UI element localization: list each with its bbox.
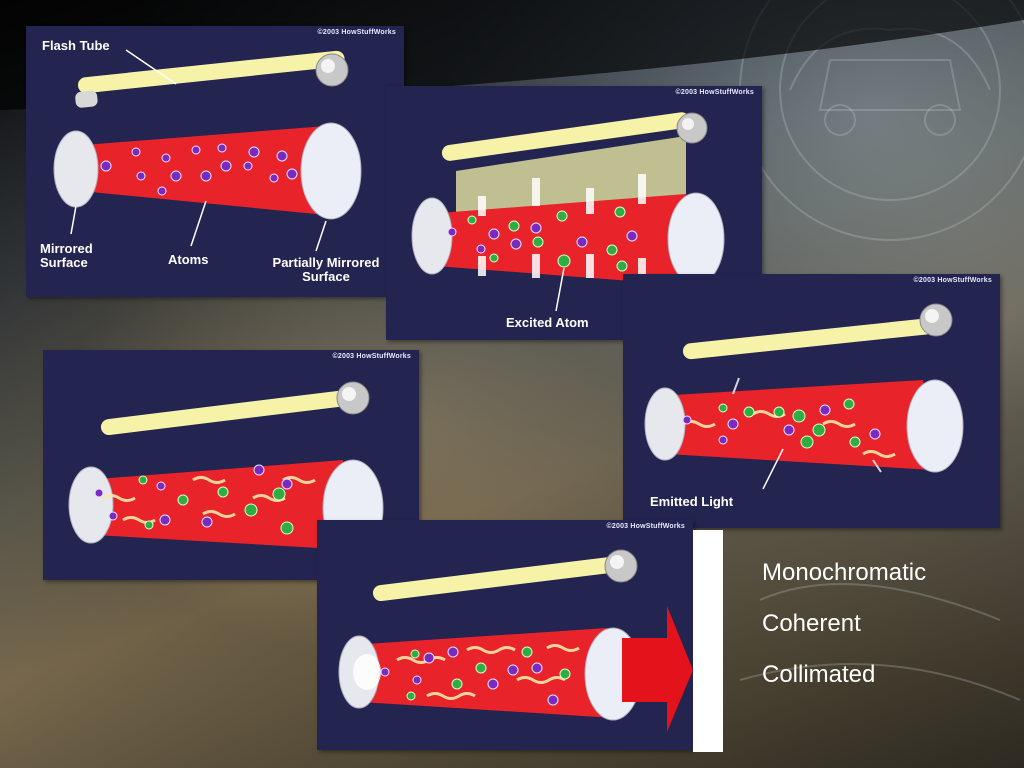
laser-properties-list: Monochromatic Coherent Collimated — [762, 560, 926, 713]
excited-atom-illustration — [411, 112, 725, 312]
panel-light-bouncing: ©2003 HowStuffWorks — [43, 350, 419, 580]
flash-tube — [441, 112, 708, 161]
laser-beam-arrow — [622, 606, 693, 732]
copyright-label: ©2003 HowStuffWorks — [675, 89, 754, 96]
property-coherent: Coherent — [762, 610, 861, 637]
panel-emitted-light: ©2003 HowStuffWorks Emitted Light — [623, 274, 1000, 528]
flash-tube — [75, 50, 349, 108]
flash-tube-label: Flash Tube — [42, 38, 110, 53]
laser-tube — [53, 122, 362, 220]
mirrored-surface-label: Mirrored Surface — [40, 241, 93, 270]
property-monochromatic: Monochromatic — [762, 559, 927, 586]
laser-components-illustration — [53, 49, 362, 252]
flash-tube — [372, 549, 638, 602]
excited-atom-label: Excited Atom — [506, 315, 589, 330]
copyright-label: ©2003 HowStuffWorks — [332, 353, 411, 360]
flash-tube — [682, 303, 953, 360]
atoms-label: Atoms — [168, 252, 209, 267]
panel-laser-components: ©2003 HowStuffWorks Flash Tube Mirrored … — [26, 26, 404, 297]
emitted-light-label: Emitted Light — [650, 494, 734, 509]
emitted-light-illustration — [644, 303, 964, 490]
panel-laser-beam-output: ©2003 HowStuffWorks — [317, 520, 693, 750]
copyright-label: ©2003 HowStuffWorks — [317, 29, 396, 36]
copyright-label: ©2003 HowStuffWorks — [606, 523, 685, 530]
flash-tube — [100, 381, 370, 436]
copyright-label: ©2003 HowStuffWorks — [913, 277, 992, 284]
panel-excited-atom: ©2003 HowStuffWorks Excited Atom — [386, 86, 762, 340]
laser-beam-illustration — [338, 549, 693, 732]
property-collimated: Collimated — [762, 661, 876, 688]
partially-mirrored-surface-label: Partially Mirrored Surface — [272, 255, 380, 284]
white-strip — [693, 530, 723, 752]
